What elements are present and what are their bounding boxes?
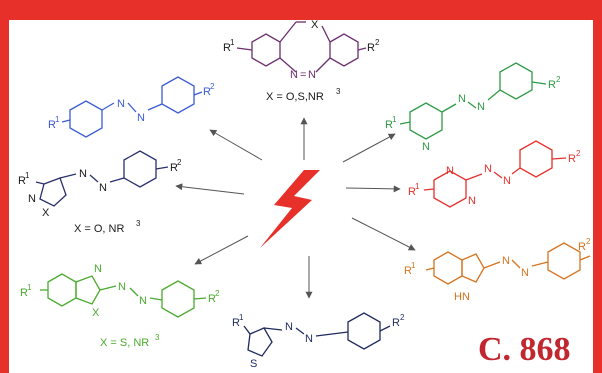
structure-middle-left-labels: N X N N R 1 R 2 X = O, NR 3 [18, 158, 182, 235]
ml-r1: R [18, 175, 26, 187]
ll-ring-n: N [94, 263, 102, 275]
mr-ring-n2: N [468, 195, 476, 207]
ll-caption-sup: 3 [155, 333, 160, 342]
structure-upper-right [399, 62, 547, 140]
ur-r2: R [548, 79, 556, 91]
structure-upper-left-labels: N N R 1 R 2 [48, 82, 215, 131]
lr-r2: R [578, 241, 586, 253]
ll-n1: N [118, 281, 126, 293]
top-n1: N [290, 69, 298, 81]
mr-r1: R [408, 186, 416, 198]
ur-r1-sup: 1 [392, 115, 397, 124]
top-caption-sup: 3 [336, 87, 341, 96]
structure-middle-right [423, 140, 567, 208]
structure-lower-left-labels: N X N N R 1 R 2 X = S, NR 3 [20, 263, 220, 349]
top-caption: X = O,S,NR [266, 91, 324, 103]
lr-ring-nh: HN [454, 291, 470, 303]
structure-lower-right [425, 242, 591, 285]
mr-r1-sup: 1 [415, 182, 420, 191]
ll-r1-sup: 1 [27, 283, 32, 292]
structure-upper-left [61, 76, 203, 138]
ur-n2: N [477, 101, 485, 113]
ul-r2-sup: 2 [210, 82, 215, 91]
structure-top [236, 21, 367, 73]
ur-ring-n: N [422, 141, 430, 153]
structure-bottom [243, 312, 391, 357]
top-n2: N [308, 69, 316, 81]
ml-r2-sup: 2 [177, 158, 182, 167]
ll-r1: R [20, 287, 28, 299]
ml-caption-sup: 3 [136, 219, 141, 228]
ul-r1: R [48, 119, 56, 131]
ul-n1: N [117, 98, 125, 110]
structure-bottom-labels: S N N R 1 R 2 [232, 313, 405, 370]
top-r1: R [223, 42, 231, 54]
structure-upper-right-labels: N N N R 1 R 2 [385, 75, 561, 153]
lightning-bolt-icon [260, 170, 320, 248]
reaction-arrows [175, 117, 416, 299]
structure-middle-left [35, 150, 169, 207]
ml-r2: R [170, 162, 178, 174]
ll-n2: N [139, 295, 147, 307]
ml-ring-n: N [28, 193, 36, 205]
mr-n2: N [503, 175, 511, 187]
ul-n2: N [137, 112, 145, 124]
b-r2: R [392, 317, 400, 329]
arrow-middle-left [175, 183, 245, 195]
b-ring-s: S [250, 358, 257, 370]
top-r2: R [367, 42, 375, 54]
arrow-upper-right [342, 133, 396, 163]
lr-r2-sup: 2 [586, 237, 591, 246]
mr-r2: R [568, 153, 576, 165]
structure-middle-right-labels: N N N N R 1 R 2 [408, 149, 581, 207]
b-r1: R [232, 317, 240, 329]
ml-r1-sup: 1 [25, 171, 30, 180]
lr-r1: R [404, 265, 412, 277]
ul-r2: R [203, 86, 211, 98]
ur-n1: N [458, 93, 466, 105]
mr-n1: N [484, 163, 492, 175]
top-x: X [311, 19, 319, 31]
ml-n1: N [79, 168, 87, 180]
top-r1-sup: 1 [230, 38, 235, 47]
ll-r2-sup: 2 [215, 289, 220, 298]
structure-top-labels: X N = N R 1 R 2 X = O,S,NR 3 [223, 19, 380, 103]
ml-ring-x: X [42, 207, 50, 219]
ll-r2: R [208, 293, 216, 305]
mr-r2-sup: 2 [576, 149, 581, 158]
top-bond: = [300, 69, 306, 81]
ll-ring-x: X [92, 307, 100, 319]
b-n2: N [305, 333, 313, 345]
arrow-lower-right [351, 217, 416, 251]
b-r2-sup: 2 [400, 313, 405, 322]
lr-r1-sup: 1 [411, 261, 416, 270]
structure-lower-right-labels: HN N N R 1 R 2 [404, 237, 591, 303]
structure-lower-left [40, 273, 207, 318]
ul-r1-sup: 1 [55, 115, 60, 124]
b-r1-sup: 1 [239, 313, 244, 322]
arrow-middle-right [345, 185, 401, 193]
arrow-upper-left [209, 129, 263, 161]
ur-r1: R [385, 119, 393, 131]
ml-n2: N [99, 182, 107, 194]
ml-caption: X = O, NR [74, 223, 124, 235]
page-code: C. 868 [478, 331, 571, 368]
lr-n2: N [521, 267, 529, 279]
ll-caption: X = S, NR [100, 337, 149, 349]
mr-ring-n1: N [446, 165, 454, 177]
b-n1: N [285, 321, 293, 333]
arrow-lower-left [194, 235, 249, 265]
top-r2-sup: 2 [375, 38, 380, 47]
lr-n1: N [502, 255, 510, 267]
ur-r2-sup: 2 [556, 75, 561, 84]
